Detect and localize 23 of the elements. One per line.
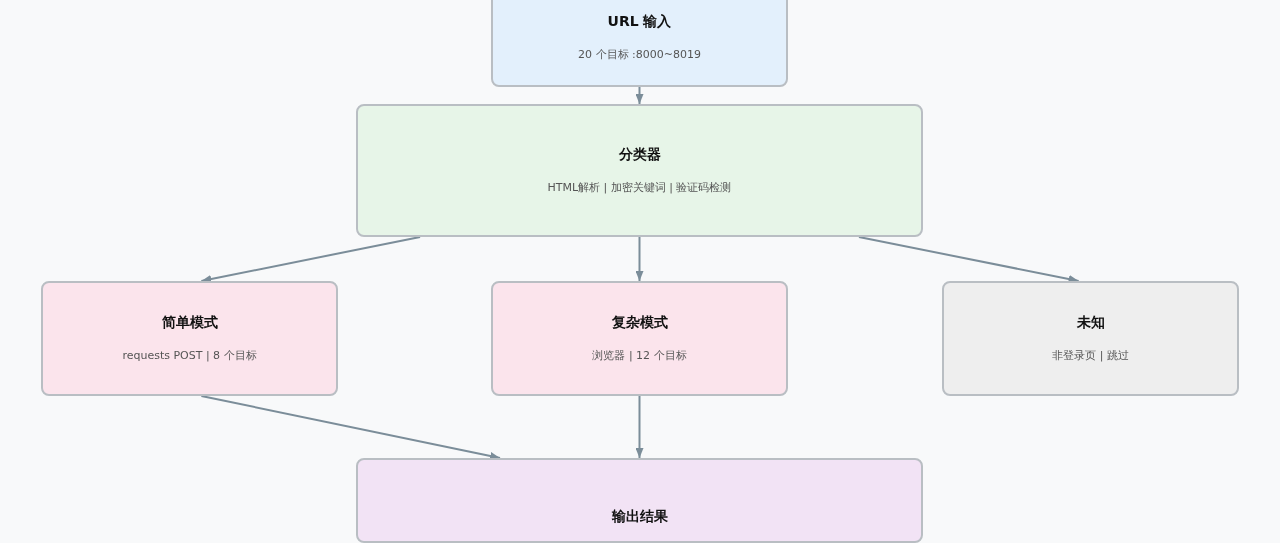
box-subtitle: 20 个目标 :8000~8019 xyxy=(578,47,701,62)
output-box xyxy=(356,458,923,543)
arrow xyxy=(857,236,1080,283)
mode-box xyxy=(942,281,1239,396)
arrow xyxy=(200,395,501,460)
box-subtitle: 非登录页 | 跳过 xyxy=(1052,348,1129,363)
box-title: 简单模式 xyxy=(161,314,218,332)
mode-box xyxy=(41,281,338,396)
box-title: 分类器 xyxy=(618,146,661,164)
arrow xyxy=(200,236,422,283)
arrow xyxy=(635,395,644,459)
box-title: 复杂模式 xyxy=(611,314,668,332)
box-title: 未知 xyxy=(1076,314,1105,332)
mode-box xyxy=(491,281,788,396)
classifier-box xyxy=(356,104,923,237)
box-subtitle: 浏览器 | 12 个目标 xyxy=(592,348,687,363)
box-title: URL 输入 xyxy=(607,13,672,31)
box-title: 输出结果 xyxy=(611,508,668,526)
box-subtitle: HTML解析 | 加密关键词 | 验证码检测 xyxy=(547,180,732,195)
box-subtitle: requests POST | 8 个目标 xyxy=(122,348,257,363)
arrow xyxy=(635,236,644,282)
input-box xyxy=(491,0,788,87)
arrow xyxy=(635,86,644,105)
